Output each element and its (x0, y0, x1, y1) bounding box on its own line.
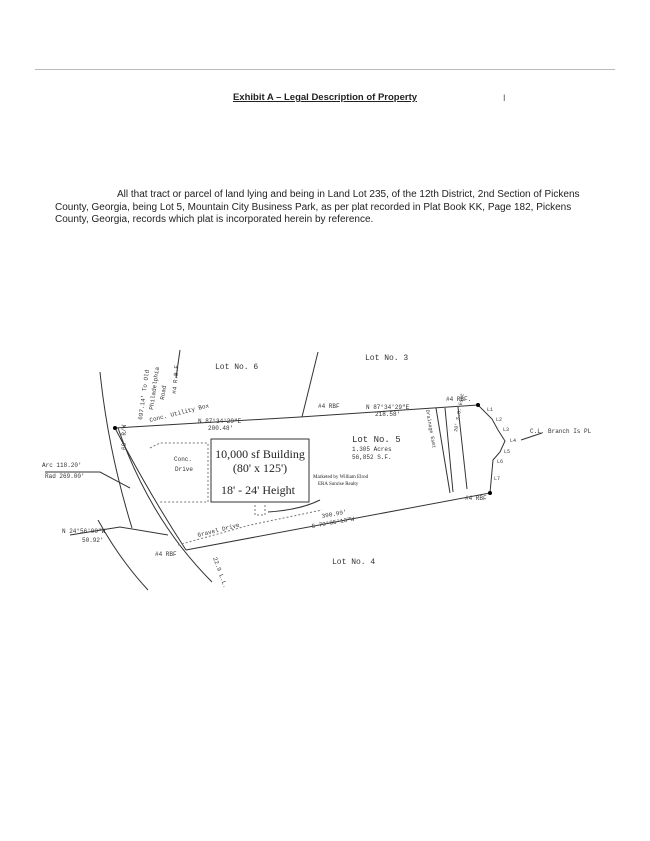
south-dist: 390.99' (321, 509, 347, 520)
building-height: 18' - 24' Height (221, 483, 296, 497)
north-bearing-2: N 87°34'29"E (366, 404, 410, 411)
road-east-edge (97, 519, 149, 591)
conc-drive-label-2: Drive (175, 466, 193, 473)
walkway (254, 505, 266, 516)
branch-label: C.L. Branch Is PL (530, 428, 592, 435)
building-size: 10,000 sf Building (215, 447, 305, 461)
road-label: 22.9 L.L. (211, 556, 229, 589)
corner-pin (488, 491, 492, 495)
call-l1: L1 (487, 407, 493, 413)
page-title: Exhibit A – Legal Description of Propert… (232, 92, 418, 103)
lot6-label: Lot No. 6 (215, 363, 258, 372)
bearing-callout-line (69, 526, 169, 536)
road-distance: 697.14' To Old (137, 369, 151, 420)
marketed-by: Marketed by William Elrod (313, 475, 369, 480)
call-l3: L3 (503, 427, 509, 433)
lot5-boundary (114, 404, 506, 551)
rbf-label: #4 RBF (318, 403, 340, 410)
call-l2: L2 (496, 417, 502, 423)
road-west-edge (99, 371, 133, 529)
easement-label: Drainage Esmt (424, 409, 437, 448)
nw-bearing: N 24°56'00"W (62, 528, 106, 535)
building-dimensions: (80' x 125') (233, 461, 287, 475)
north-dist-1: 200.48' (208, 425, 233, 432)
scan-mark: I (503, 93, 506, 103)
row-label: 60' R/W (121, 424, 128, 450)
lot5-sf: 56,852 S.F. (352, 454, 392, 461)
north-bearing-1: N 87°34'29"E (198, 418, 242, 425)
branch-callout-line (520, 432, 543, 441)
building-footprint (210, 438, 310, 503)
arc-label: Arc 118.20' (42, 462, 82, 469)
rbf-label: #4 RBF. (446, 396, 471, 403)
call-l6: L6 (497, 459, 503, 465)
road-name-2: Road (159, 385, 168, 401)
arc-callout-line (45, 471, 131, 489)
easement-line (435, 407, 451, 494)
easement-line (457, 406, 468, 490)
rbf-top: #4 R.B.F. (171, 361, 181, 394)
call-l4: L4 (510, 438, 516, 444)
top-rule (35, 69, 615, 70)
realty-name: ERA Sunrise Realty (318, 482, 359, 487)
road-tick (175, 349, 181, 379)
lot-divider (301, 351, 319, 418)
conc-drive-label: Conc. (174, 456, 192, 463)
gravel-drive-label: Gravel Drive (197, 522, 241, 539)
gravel-drive-outline (177, 509, 323, 546)
lot5-west-arc (114, 427, 187, 551)
road-center (117, 427, 213, 583)
lot4-label: Lot No. 4 (332, 558, 375, 567)
drive-edge (267, 499, 321, 513)
lot5-acres: 1.305 Acres (352, 446, 392, 453)
rbf-label: #4 RBF (155, 551, 177, 558)
easement-line (444, 407, 454, 493)
corner-pin (113, 426, 117, 430)
nw-dist: 50.92' (82, 537, 104, 544)
lot3-label: Lot No. 3 (365, 354, 408, 363)
call-l7: L7 (494, 476, 500, 482)
rad-label: Rad 269.00' (45, 473, 85, 480)
call-l5: L5 (504, 449, 510, 455)
corner-pin (476, 403, 480, 407)
legal-description: All that tract or parcel of land lying a… (55, 189, 580, 225)
rbf-label: #4 RBF (465, 495, 487, 502)
north-dist-2: 218.58' (375, 411, 400, 418)
lot5-label: Lot No. 5 (352, 435, 401, 445)
